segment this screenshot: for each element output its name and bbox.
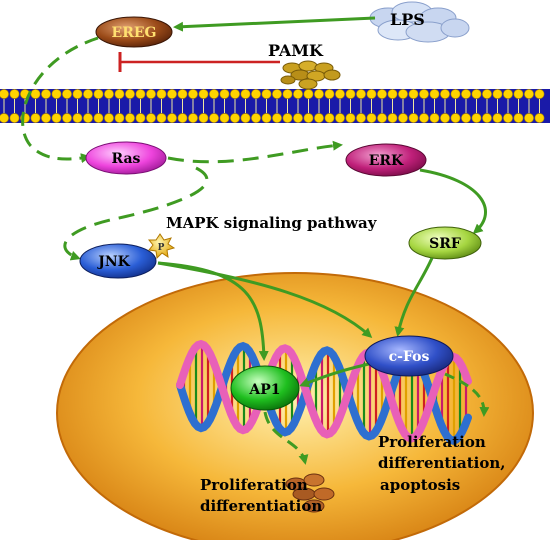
pamk-granules-icon (280, 60, 341, 90)
arrow-cfos-outcome (444, 372, 490, 417)
inhibition-pamk-ereg (118, 52, 280, 72)
ap1-label: AP1 (248, 382, 280, 398)
cfos-outcome-line3: apoptosis (380, 476, 460, 494)
ras-node (85, 141, 167, 175)
pathway-title: MAPK signaling pathway (166, 214, 378, 232)
phospho-label: P (158, 243, 165, 253)
ereg-label: EREG (112, 25, 157, 41)
cfos-label: c-Fos (389, 349, 430, 365)
arrow-jnk-cfos (157, 261, 373, 339)
ereg-node (95, 16, 173, 48)
erk-label: ERK (369, 153, 404, 169)
arrow-erk-srf (419, 168, 487, 234)
cfos-outcome-line2: differentiation, (378, 454, 506, 472)
arrow-lps-ereg (173, 16, 376, 32)
ras-label: Ras (112, 151, 141, 167)
pamk-label: PAMK (268, 41, 324, 60)
arrow-cfos-ap1 (299, 360, 379, 388)
arrow-srf-cfos (394, 257, 434, 337)
ap1-node (230, 365, 300, 411)
arrow-ras-erk (167, 140, 343, 164)
srf-label: SRF (429, 236, 461, 252)
arrow-ras-jnk (63, 166, 209, 261)
erk-node (345, 143, 427, 177)
cfos-node (364, 335, 454, 377)
arrow-ereg-ras (21, 36, 99, 164)
arrow-jnk-ap1 (157, 261, 269, 361)
ap1-outcome-line2: differentiation (200, 497, 322, 515)
arrow-ap1-outcome (263, 411, 309, 465)
phospho-badge-icon (147, 233, 176, 260)
cell-cluster-icon (285, 473, 335, 513)
cell-membrane (0, 89, 550, 123)
srf-node (408, 226, 482, 260)
lps-cloud-icon (369, 1, 470, 43)
ap1-outcome-line1: Proliferation (200, 476, 308, 494)
jnk-label: JNK (96, 254, 130, 270)
jnk-node (79, 243, 157, 279)
cfos-outcome-line1: Proliferation (378, 433, 486, 451)
lps-label: LPS (390, 10, 425, 29)
